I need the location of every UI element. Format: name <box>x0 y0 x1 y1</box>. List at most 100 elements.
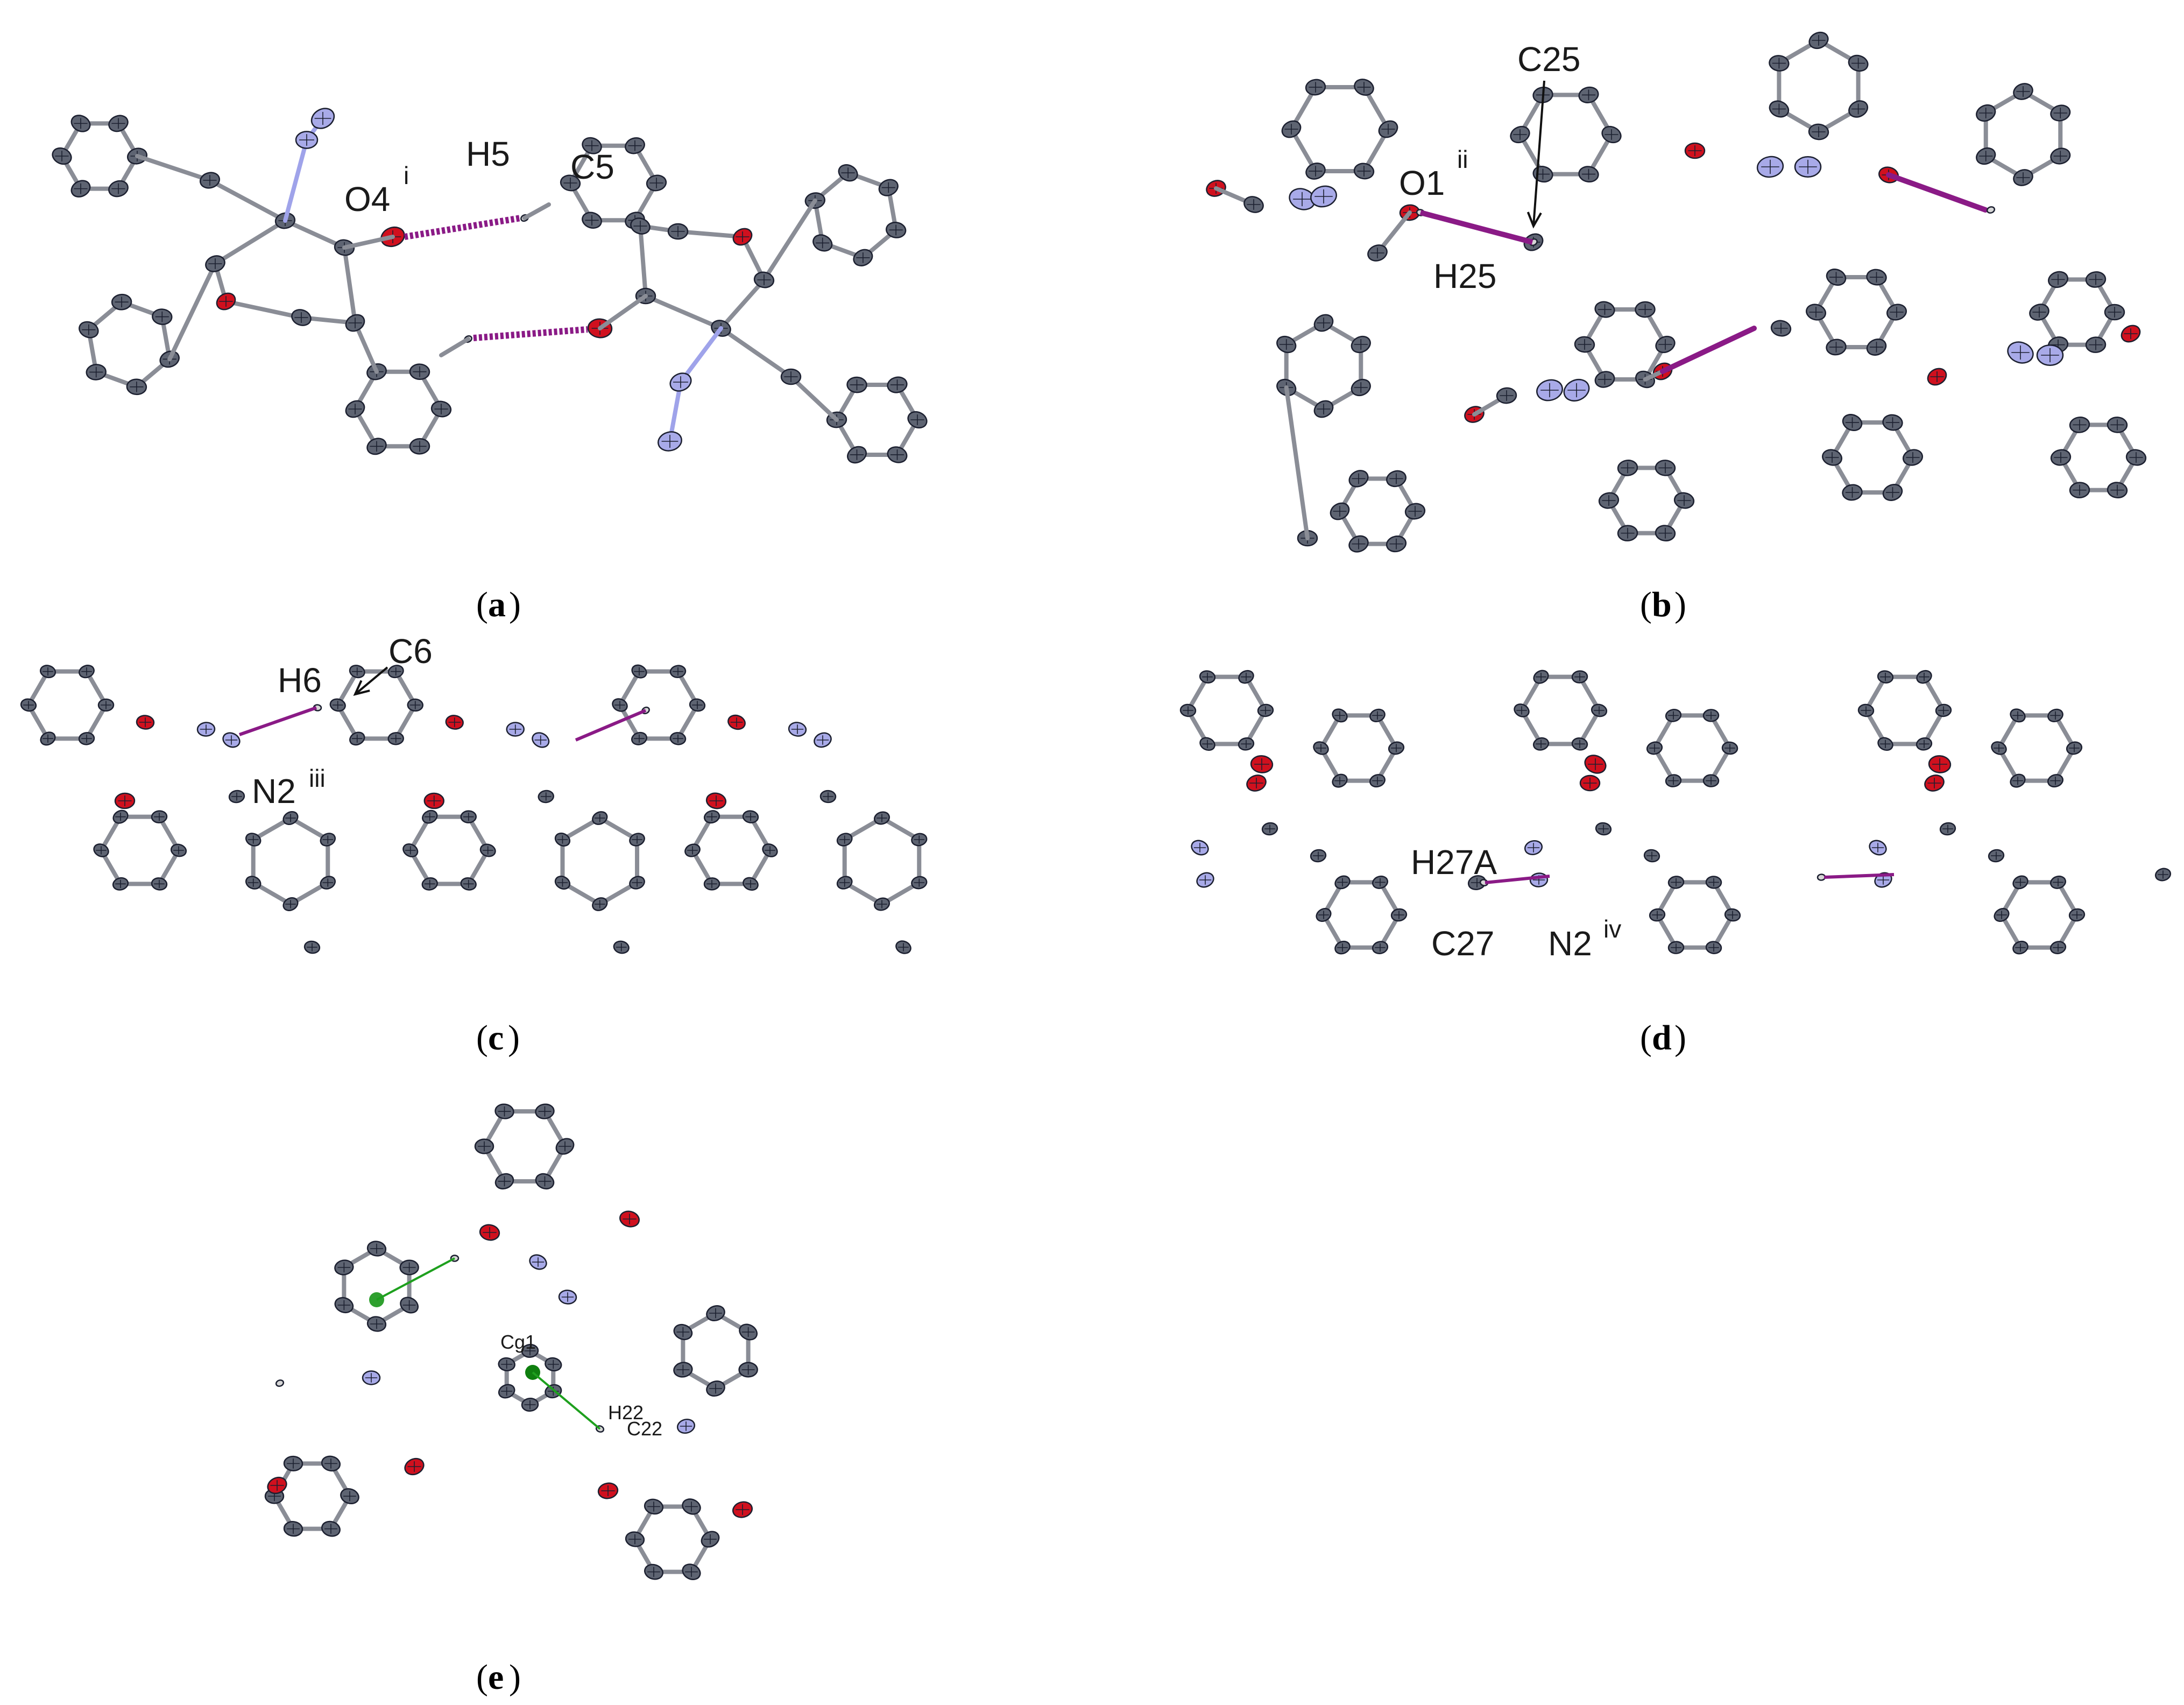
principal-axes <box>1309 166 1323 177</box>
caption-d: ( d ) <box>1640 1018 1686 1058</box>
principal-axes <box>314 111 331 125</box>
principal-axes <box>1352 473 1366 484</box>
principal-axes <box>2110 419 2124 431</box>
principal-axes <box>370 441 384 452</box>
principal-axes <box>1688 145 1702 156</box>
principal-axes <box>2015 943 2026 952</box>
principal-axes <box>1602 495 1616 506</box>
principal-axes <box>1337 943 1348 952</box>
principal-axes <box>1284 124 1298 135</box>
principal-axes <box>1774 323 1788 334</box>
svg-text:): ) <box>509 1658 521 1697</box>
bond <box>678 326 723 384</box>
principal-axes <box>676 1327 690 1337</box>
principal-axes <box>248 835 259 844</box>
principal-axes <box>538 1106 552 1117</box>
principal-axes <box>1583 778 1597 788</box>
principal-axes <box>43 734 53 743</box>
intermolecular-contact <box>532 1371 601 1430</box>
principal-axes <box>1671 878 1681 887</box>
principal-axes <box>559 1141 571 1152</box>
principal-axes <box>2053 151 2067 161</box>
principal-axes <box>498 1106 511 1117</box>
principal-axes <box>1605 129 1618 140</box>
principal-axes <box>1375 878 1386 887</box>
principal-axes <box>324 1459 337 1469</box>
label-o4-superscript: i <box>404 161 409 189</box>
bond <box>676 229 745 239</box>
principal-axes <box>1677 495 1691 506</box>
principal-axes <box>1938 706 1949 715</box>
principal-axes <box>704 1534 717 1545</box>
principal-axes <box>1183 706 1193 715</box>
principal-axes <box>1357 82 1371 93</box>
principal-axes <box>784 371 798 382</box>
principal-axes <box>351 734 363 743</box>
principal-axes <box>633 221 647 231</box>
principal-axes <box>1391 744 1402 752</box>
atom-label-c27: C27 <box>1431 924 1494 963</box>
panel-a: O4 i H5 C5 ( a ) <box>52 108 928 624</box>
principal-axes <box>448 717 461 727</box>
principal-axes <box>1649 744 1660 752</box>
principal-axes <box>407 1461 421 1472</box>
principal-axes <box>1199 875 1212 885</box>
principal-axes <box>632 835 642 844</box>
label-arrow-head <box>353 680 370 696</box>
principal-axes <box>1706 776 1716 785</box>
principal-axes <box>614 701 625 709</box>
principal-axes <box>1890 307 1904 318</box>
principal-axes <box>687 846 698 855</box>
principal-axes <box>685 1502 698 1512</box>
principal-axes <box>1772 58 1786 69</box>
principal-axes <box>343 1491 356 1502</box>
principal-axes <box>139 717 152 727</box>
label-n2-iv-superscript: iv <box>1603 915 1621 943</box>
principal-axes <box>557 835 568 844</box>
principal-axes <box>463 879 474 888</box>
caption-b-letter: b <box>1652 585 1672 624</box>
principal-axes <box>647 1502 660 1512</box>
principal-axes <box>1880 739 1891 748</box>
principal-axes <box>1375 943 1386 952</box>
principal-axes <box>1309 82 1323 93</box>
principal-axes <box>337 1300 351 1311</box>
svg-text:): ) <box>509 585 521 624</box>
principal-axes <box>1919 739 1929 748</box>
atom-label-c6: C6 <box>388 632 433 671</box>
principal-axes <box>1249 778 1263 788</box>
principal-axes <box>1812 126 1826 137</box>
svg-text:): ) <box>1674 1018 1686 1058</box>
principal-axes <box>1354 382 1368 393</box>
atom-label-h5: H5 <box>466 135 510 173</box>
principal-axes <box>730 717 743 727</box>
principal-axes <box>287 1524 300 1534</box>
principal-axes <box>601 1485 615 1496</box>
principal-axes <box>115 813 126 821</box>
principal-axes <box>2089 339 2103 350</box>
principal-axes <box>1646 851 1657 860</box>
atom-label-h22: H22 <box>608 1401 644 1424</box>
principal-axes <box>1942 825 1953 833</box>
principal-axes <box>741 1327 755 1337</box>
principal-axes <box>390 667 401 676</box>
principal-axes <box>910 414 924 425</box>
principal-axes <box>2069 744 2080 752</box>
principal-axes <box>898 943 909 952</box>
principal-axes <box>1671 943 1681 952</box>
principal-axes <box>1885 417 1900 428</box>
principal-axes <box>332 701 343 709</box>
principal-axes <box>1845 487 1860 498</box>
principal-axes <box>1658 339 1672 350</box>
principal-axes <box>914 835 925 844</box>
principal-axes <box>1293 192 1311 207</box>
principal-axes <box>2011 345 2030 360</box>
principal-axes <box>757 274 771 285</box>
principal-axes <box>478 1141 491 1152</box>
principal-axes <box>2124 328 2138 339</box>
atom-label-o4: O4 i <box>344 161 409 219</box>
bond <box>789 375 839 422</box>
principal-axes <box>1930 371 1944 382</box>
bond <box>167 262 217 362</box>
